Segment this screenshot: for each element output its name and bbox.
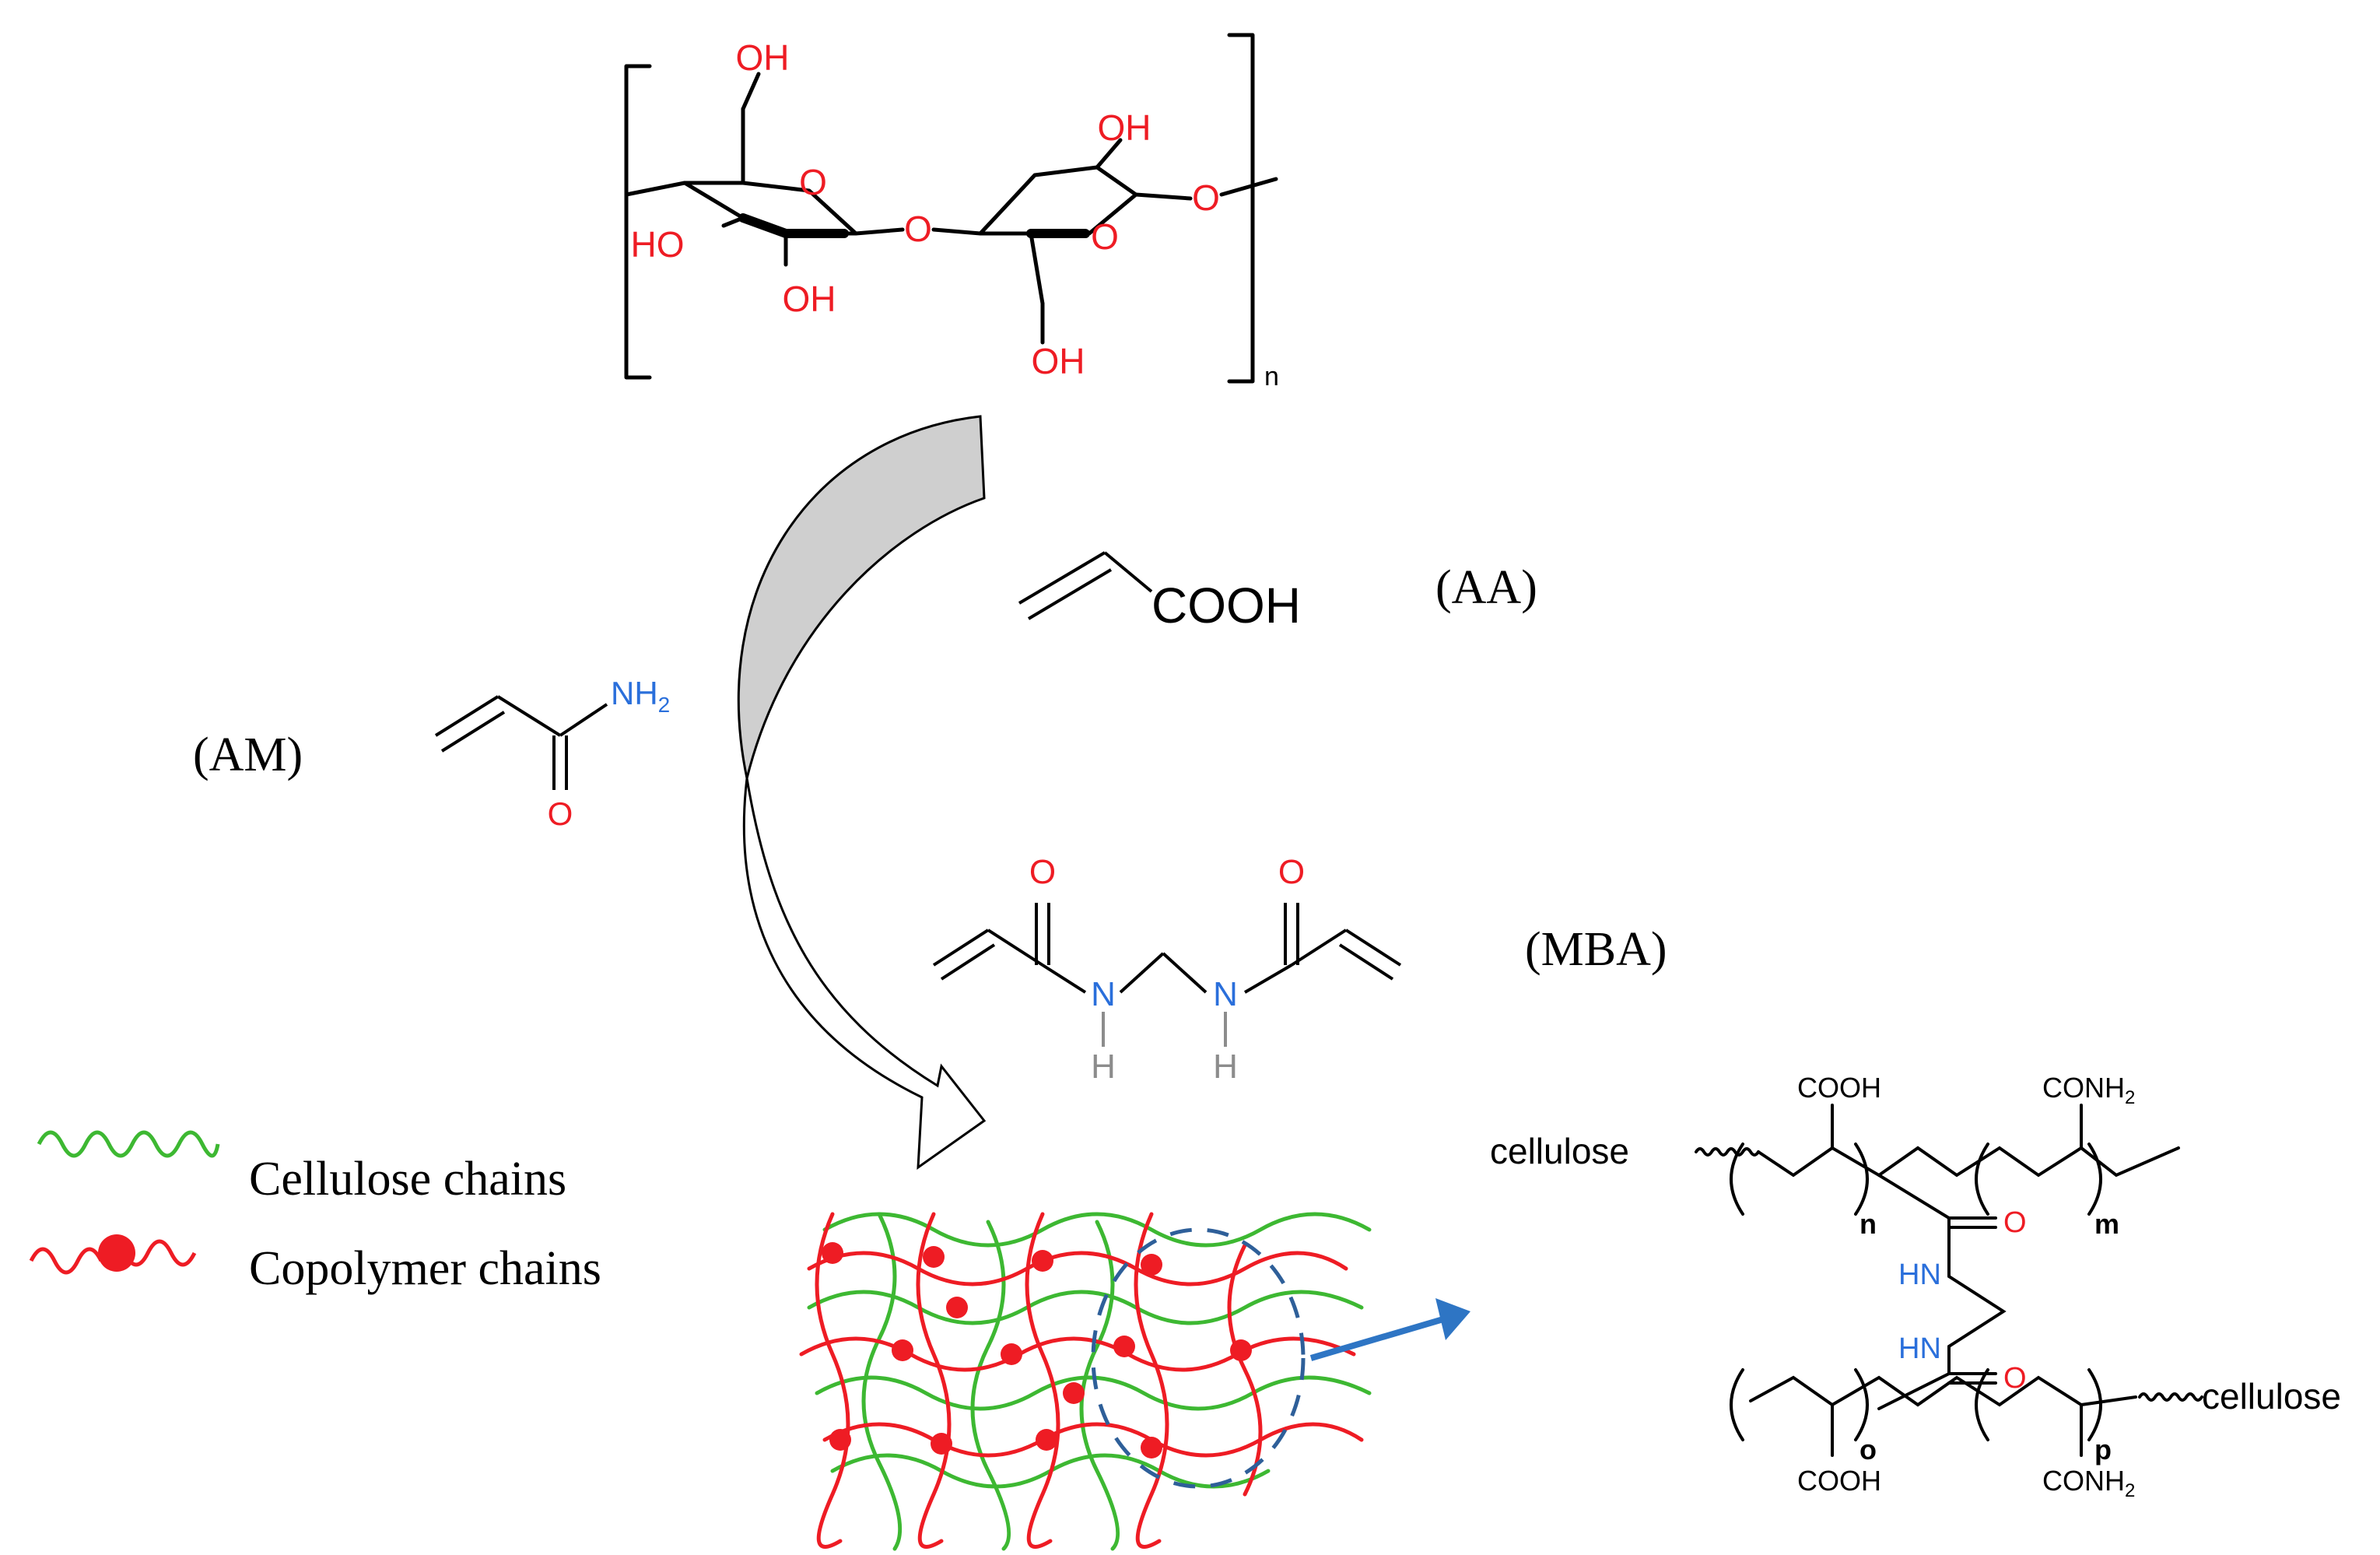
legend-copolymer-label: Copolymer chains	[249, 1242, 601, 1295]
curved-arrow-top	[737, 415, 986, 779]
mba-label: (MBA)	[1525, 923, 1667, 976]
mba-nitrogen-2: N	[1213, 975, 1238, 1013]
legend-copolymer-dot	[98, 1234, 135, 1272]
product-cellulose-left: cellulose	[1490, 1131, 1629, 1171]
product-cooh-top: COOH	[1797, 1072, 1881, 1104]
atom-oh-bottom-right: OH	[1032, 341, 1085, 381]
product-subscript-n: n	[1859, 1208, 1877, 1240]
am-structure	[434, 695, 608, 790]
mba-hydrogen-2: H	[1213, 1048, 1238, 1086]
wavy-link-left	[1695, 1147, 1760, 1157]
product-subscript-m: m	[2094, 1208, 2119, 1240]
left-bracket	[624, 64, 652, 380]
right-bracket	[1227, 33, 1255, 384]
mba-nitrogen-1: N	[1091, 975, 1116, 1013]
legend-copolymer-swatch	[29, 1239, 197, 1275]
am-amine: NH2	[611, 675, 670, 717]
hydrogel-network	[799, 1212, 1372, 1551]
atom-ho-left: HO	[631, 224, 685, 265]
product-cellulose-right: cellulose	[2202, 1376, 2341, 1416]
product-subscript-p: p	[2094, 1434, 2112, 1465]
am-oxygen: O	[548, 795, 573, 832]
repeat-subscript-n: n	[1264, 362, 1279, 391]
product-oxygen-lower: O	[2003, 1362, 2027, 1395]
product-subscript-o: o	[1859, 1434, 1877, 1465]
product-cooh-bottom: COOH	[1797, 1465, 1881, 1497]
legend-cellulose-swatch	[37, 1130, 220, 1158]
aa-cooh-group: COOH	[1151, 577, 1301, 634]
atom-ring-o-left: O	[799, 162, 827, 202]
cellulose-structure	[624, 33, 1278, 384]
network-crosslink-dots	[822, 1242, 1252, 1458]
product-conh2-top: CONH2	[2042, 1072, 2135, 1108]
mba-oxygen-1: O	[1029, 853, 1056, 891]
product-hn-lower: HN	[1898, 1332, 1941, 1365]
atom-oh-top: OH	[736, 37, 790, 78]
atom-bridge-o: O	[904, 209, 932, 249]
legend-cellulose-label: Cellulose chains	[249, 1153, 566, 1206]
atom-oh-bottom-left: OH	[783, 279, 836, 319]
atom-end-o: O	[1192, 177, 1220, 218]
legend: Cellulose chains Copolymer chains	[29, 1130, 601, 1295]
network-cellulose-chains	[807, 1212, 1372, 1551]
curved-arrow-bottom	[742, 778, 987, 1171]
atom-oh-right-top: OH	[1098, 107, 1151, 148]
mba-oxygen-2: O	[1278, 853, 1305, 891]
product-hn-upper: HN	[1898, 1258, 1941, 1291]
wavy-link-right	[2138, 1392, 2203, 1402]
pointer-arrow	[1309, 1298, 1470, 1361]
aa-structure	[1018, 551, 1153, 620]
am-label: (AM)	[193, 728, 303, 781]
mba-structure	[932, 903, 1402, 994]
atom-ring-o-right: O	[1091, 216, 1119, 257]
product-conh2-bottom: CONH2	[2042, 1465, 2135, 1501]
product-structure	[1695, 1104, 2203, 1457]
aa-label: (AA)	[1435, 561, 1537, 614]
product-oxygen-upper: O	[2003, 1206, 2027, 1239]
mba-hydrogen-1: H	[1091, 1048, 1116, 1086]
dashed-zoom-ellipse	[1091, 1227, 1306, 1489]
